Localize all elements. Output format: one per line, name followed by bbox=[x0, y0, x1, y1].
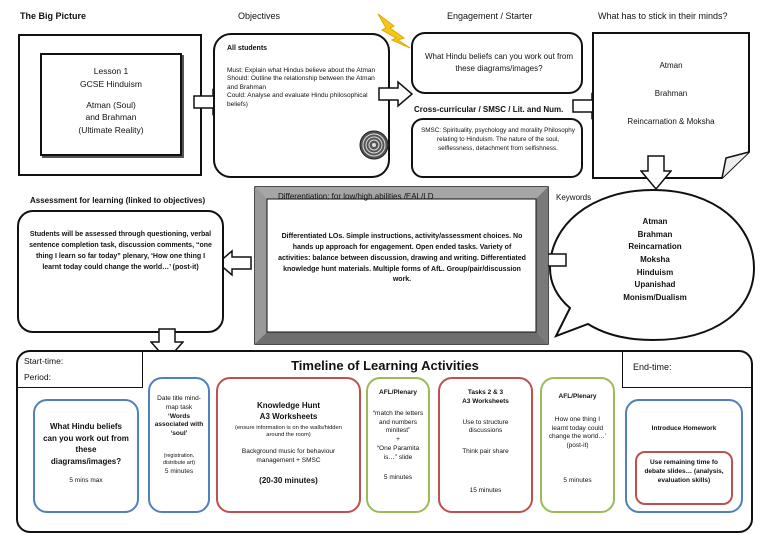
engagement-header: Engagement / Starter bbox=[447, 11, 533, 21]
engagement-panel: What Hindu beliefs can you work out from… bbox=[411, 32, 583, 94]
afl1-plus: + bbox=[396, 436, 400, 444]
starter-question: What Hindu beliefs can you work out from… bbox=[43, 422, 129, 466]
afl2-time: 5 minutes bbox=[563, 476, 592, 484]
differentiation-text: Differentiated LOs. Simple instructions,… bbox=[278, 233, 526, 284]
differentiation-header: Differentiation: for low/high abilities … bbox=[278, 192, 434, 201]
afl1-time: 5 minutes bbox=[383, 474, 413, 482]
big-picture-line5: (Ultimate Reality) bbox=[78, 125, 144, 135]
afl2-title: AFL/Plenary bbox=[558, 393, 597, 400]
arrow-left-icon bbox=[216, 249, 252, 277]
timeline-card-homework: Introduce Homework Use remaining time fo… bbox=[625, 399, 743, 513]
keywords-header: Keywords bbox=[556, 193, 592, 202]
assessment-panel: Students will be assessed through questi… bbox=[17, 210, 224, 333]
mindmap-note: (registration, distribute art) bbox=[162, 452, 196, 467]
big-picture-line4: and Brahman bbox=[85, 112, 137, 123]
timeline-card-afl-2: AFL/Plenary How one thing I learnt today… bbox=[540, 377, 615, 513]
knowledge-hunt-title: Knowledge Hunt bbox=[256, 401, 321, 410]
timeline-card-starter: What Hindu beliefs can you work out from… bbox=[33, 399, 139, 513]
assessment-header: Assessment for learning (linked to objec… bbox=[30, 196, 206, 205]
end-time-label: End-time: bbox=[633, 362, 672, 372]
keyword-item: Moksha bbox=[640, 254, 670, 264]
objective-could: Could: Analyse and evaluate Hindu philos… bbox=[227, 92, 368, 108]
mindmap-text: Date title mind-map task bbox=[157, 395, 201, 411]
cross-curricular-header: Cross-curricular / SMSC / Lit. and Num. bbox=[414, 105, 564, 114]
start-time-label: Start-time: bbox=[24, 356, 64, 366]
keyword-item: Monism/Dualism bbox=[623, 292, 687, 302]
target-icon bbox=[359, 130, 389, 160]
stick-panel-frame bbox=[592, 32, 750, 179]
tasks-subtitle: A3 Worksheets bbox=[462, 397, 509, 405]
homework-inner-box: Use remaining time fo debate slides… (an… bbox=[635, 451, 733, 505]
big-picture-card: Lesson 1 GCSE Hinduism Atman (Soul) and … bbox=[40, 53, 182, 156]
afl1-text2: “One Paramita is…” slide bbox=[376, 444, 420, 461]
differentiation-frame bbox=[254, 186, 549, 345]
afl1-title: AFL/Plenary bbox=[379, 389, 417, 396]
keyword-item: Upanishad bbox=[634, 280, 676, 290]
keyword-item: Hinduism bbox=[636, 267, 674, 277]
arrow-right-icon bbox=[378, 80, 414, 108]
cross-curricular-text: SMSC: Spirituality, psychology and moral… bbox=[421, 127, 575, 153]
assessment-text: Students will be assessed through questi… bbox=[29, 231, 212, 271]
timeline-card-knowledge-hunt: Knowledge Hunt A3 Worksheets (ensure inf… bbox=[216, 377, 361, 513]
stick-item: Reincarnation & Moksha bbox=[627, 117, 715, 126]
tasks-time: 15 minutes bbox=[469, 486, 502, 494]
timeline-card-afl-1: AFL/Plenary “match the letters and numbe… bbox=[366, 377, 430, 513]
keyword-item: Brahman bbox=[637, 229, 673, 239]
tasks-text: Use to structure discussions bbox=[462, 418, 509, 435]
keyword-item: Atman bbox=[642, 217, 668, 226]
period-label: Period: bbox=[24, 372, 51, 382]
starter-time: 5 mins max bbox=[69, 477, 103, 485]
homework-inner-text: Use remaining time fo debate slides… (an… bbox=[644, 459, 724, 484]
engagement-question: What Hindu beliefs can you work out from… bbox=[424, 52, 574, 74]
big-picture-header: The Big Picture bbox=[20, 11, 87, 21]
objective-must: Must: Explain what Hindus believe about … bbox=[227, 67, 376, 74]
mindmap-bold: ‘Words associated with ‘soul’ bbox=[154, 412, 204, 438]
timeline-card-tasks: Tasks 2 & 3 A3 Worksheets Use to structu… bbox=[438, 377, 533, 513]
cross-curricular-panel: SMSC: Spirituality, psychology and moral… bbox=[411, 118, 583, 178]
afl1-text: “match the letters and numbers minitest” bbox=[372, 409, 424, 435]
homework-title: Introduce Homework bbox=[651, 425, 717, 432]
knowledge-hunt-time: (20-30 minutes) bbox=[259, 475, 318, 485]
stick-header: What has to stick in their minds? bbox=[598, 11, 728, 21]
knowledge-hunt-subtitle: A3 Worksheets bbox=[259, 411, 318, 421]
objective-should: Should: Outline the relationship between… bbox=[227, 75, 375, 91]
start-time-box: Start-time: Period: bbox=[16, 350, 143, 388]
stick-item: Brahman bbox=[654, 89, 688, 98]
stick-panel: Atman Brahman Reincarnation & Moksha bbox=[592, 62, 750, 126]
lightning-icon bbox=[377, 13, 411, 49]
objectives-header: Objectives bbox=[238, 11, 281, 21]
tasks-title: Tasks 2 & 3 bbox=[467, 389, 504, 396]
arrow-down-icon bbox=[640, 155, 672, 191]
afl2-text: How one thing I learnt today could chang… bbox=[548, 415, 607, 450]
big-picture-line3: Atman (Soul) bbox=[86, 99, 136, 110]
big-picture-line2: GCSE Hinduism bbox=[80, 78, 142, 89]
knowledge-hunt-music: Background music for behaviour managemen… bbox=[241, 448, 336, 464]
objectives-panel: All students Must: Explain what Hindus b… bbox=[213, 33, 390, 178]
end-time-box: End-time: bbox=[622, 350, 753, 388]
stick-item: Atman bbox=[659, 61, 683, 70]
keywords-bubble-frame bbox=[548, 188, 756, 342]
objectives-title: All students bbox=[227, 45, 268, 52]
big-picture-panel: Lesson 1 GCSE Hinduism Atman (Soul) and … bbox=[18, 34, 202, 176]
timeline-card-mindmap: Date title mind-map task ‘Words associat… bbox=[148, 377, 210, 513]
keywords-panel: Atman Brahman Reincarnation Moksha Hindu… bbox=[590, 216, 720, 304]
timeline-title: Timeline of Learning Activities bbox=[291, 358, 479, 373]
tasks-text2: Think pair share bbox=[462, 448, 509, 456]
knowledge-hunt-note: (ensure information is on the walls/hidd… bbox=[235, 424, 342, 439]
big-picture-line1: Lesson 1 bbox=[93, 66, 129, 76]
mindmap-time: 5 minutes bbox=[164, 467, 194, 475]
keyword-item: Reincarnation bbox=[628, 242, 682, 252]
